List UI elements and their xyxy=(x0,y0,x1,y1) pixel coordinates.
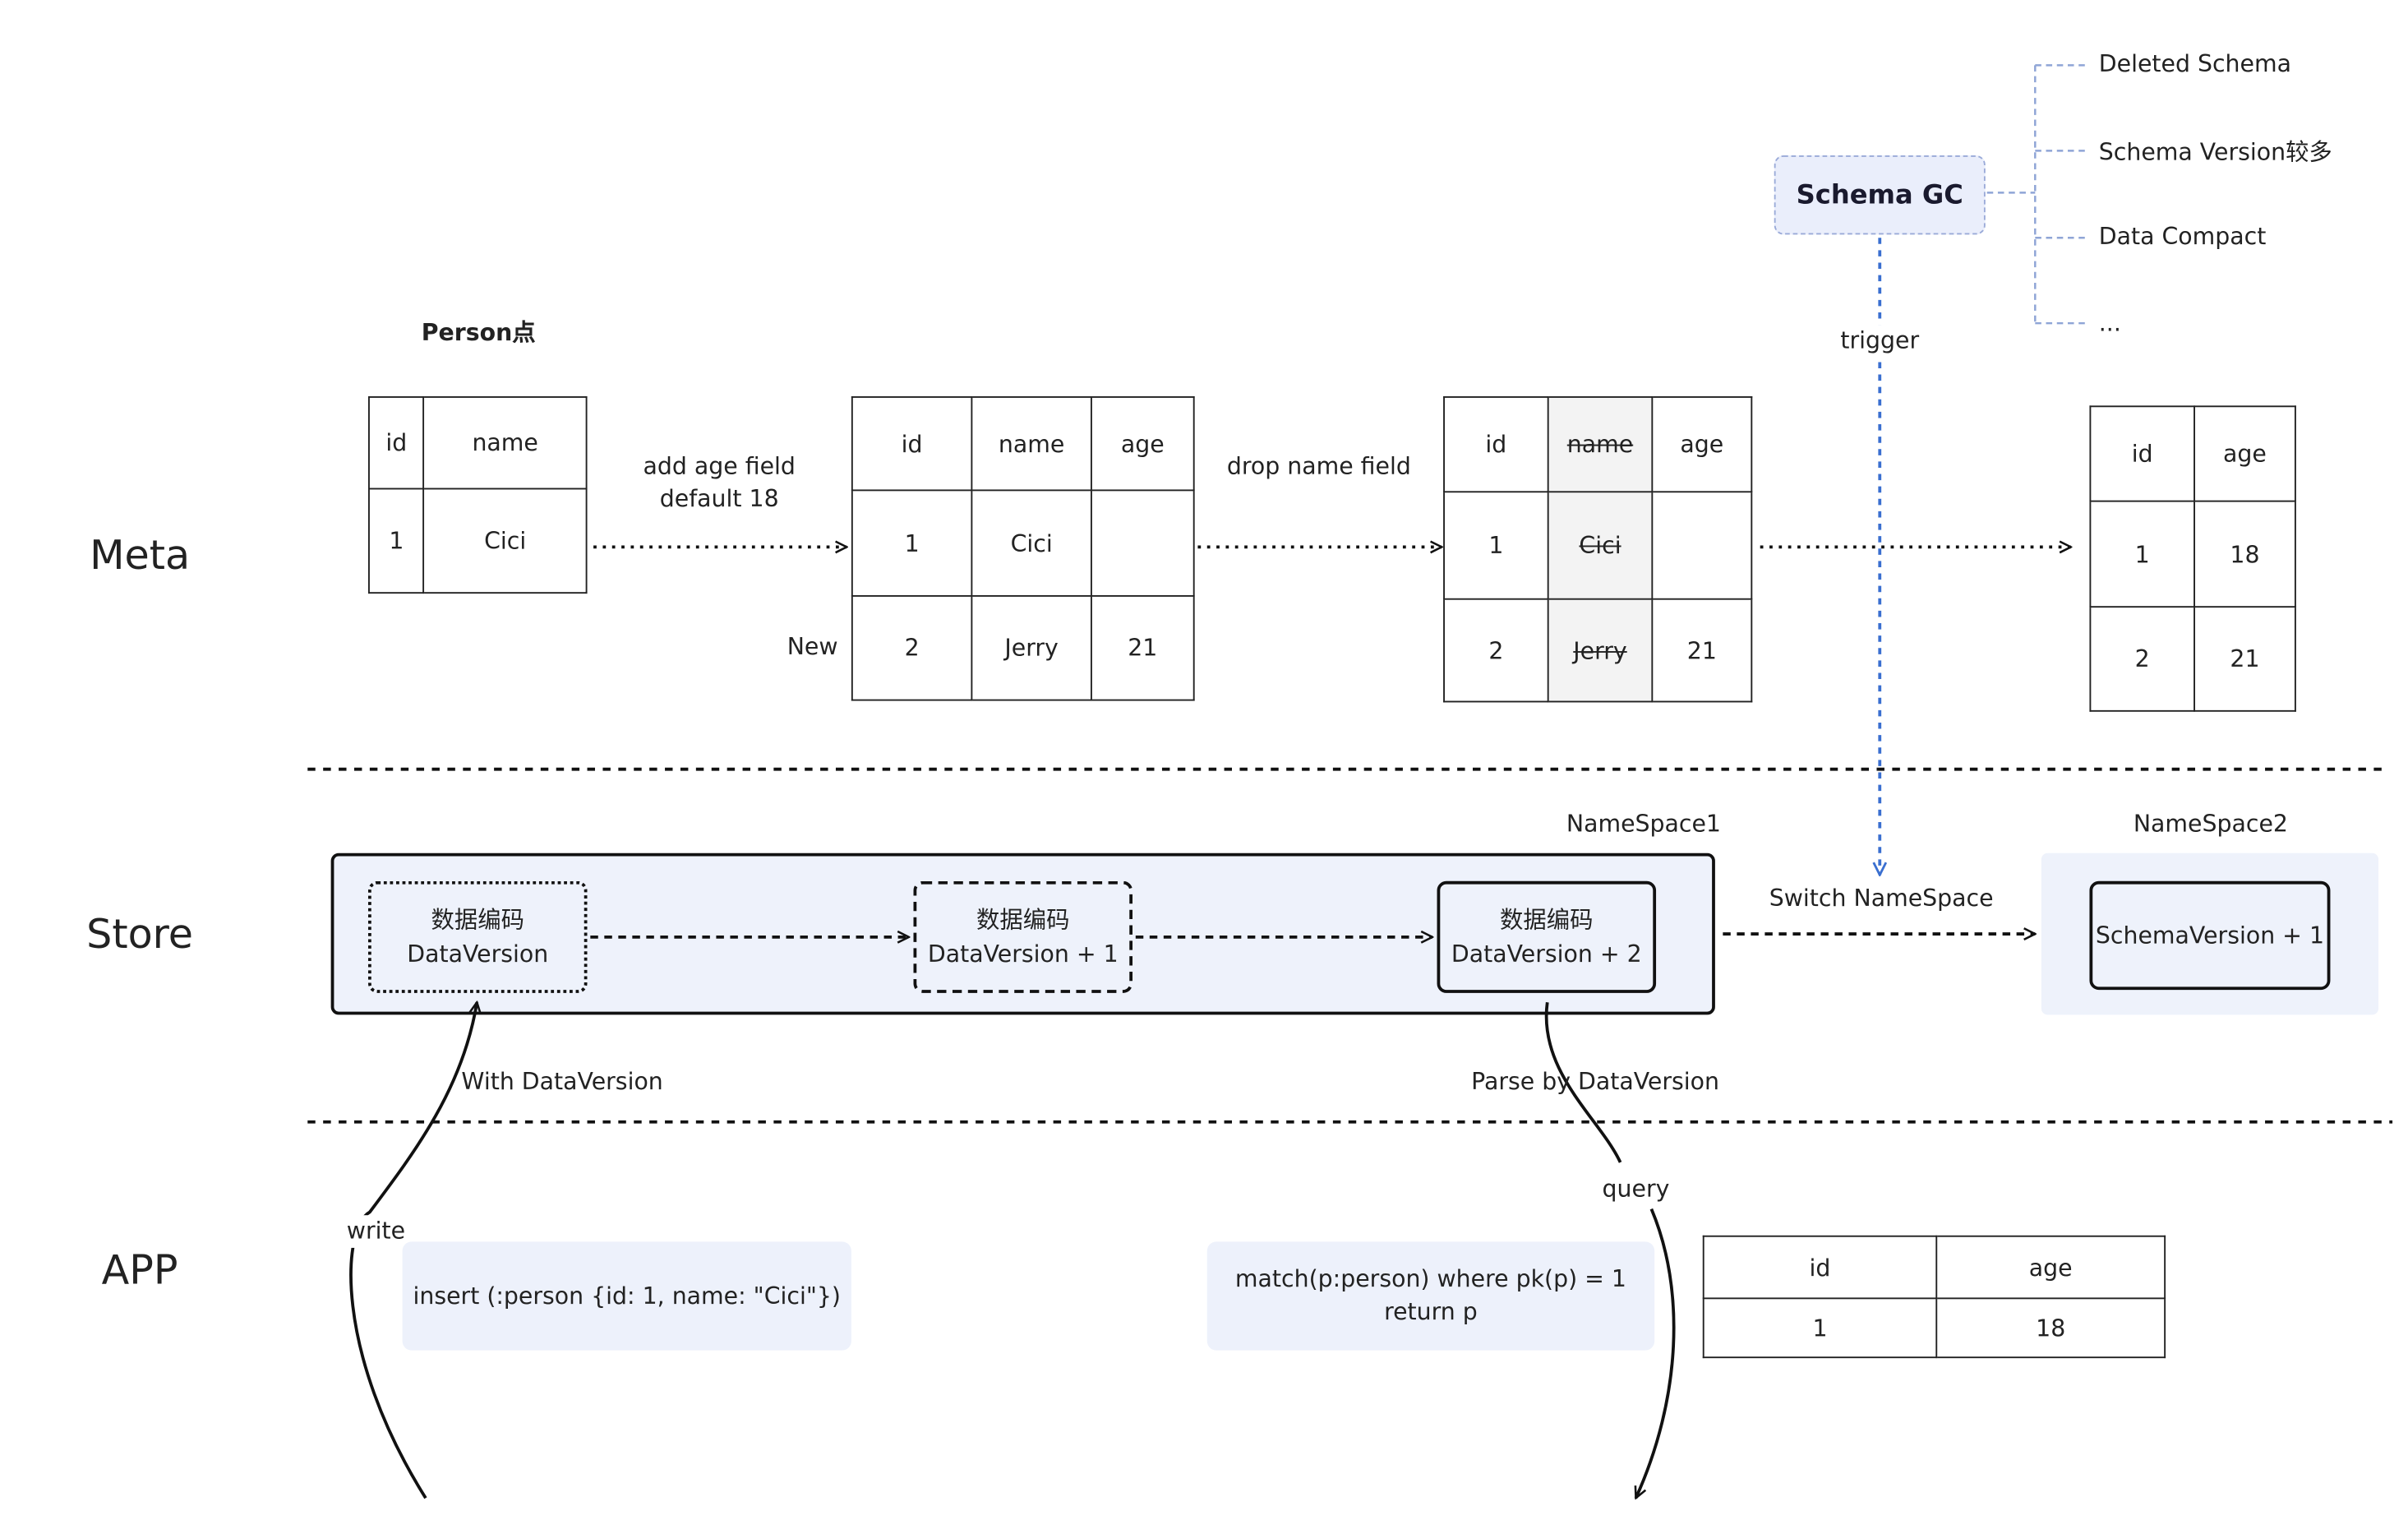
write-label: write xyxy=(335,1215,417,1248)
table-cell-dropped: Cici xyxy=(1547,491,1654,600)
table-cell: 21 xyxy=(1090,594,1195,701)
op-add-age-label: add age field default 18 xyxy=(643,452,796,513)
table-header-cell: age xyxy=(1651,396,1753,493)
layer-label-meta: Meta xyxy=(90,533,191,580)
table-header-cell: age xyxy=(1090,396,1195,492)
query-curve xyxy=(1544,1001,1676,1498)
table-header-cell: age xyxy=(1935,1235,2166,1300)
op-drop-name-label: drop name field xyxy=(1226,452,1411,481)
gc-reason-more: ... xyxy=(2098,309,2121,338)
gc-reason-data-compact: Data Compact xyxy=(2098,222,2267,251)
namespace1-container xyxy=(330,852,1715,1015)
table-cell: 21 xyxy=(2193,606,2296,712)
schema-version-block: SchemaVersion + 1 xyxy=(2089,880,2331,991)
insert-statement: insert (:person {id: 1, name: "Cici"}) xyxy=(402,1241,851,1351)
table-cell: 1 xyxy=(1702,1297,1938,1359)
table-cell: Cici xyxy=(422,487,588,594)
schema-table-v4: id age 1 18 2 21 xyxy=(2089,405,2296,712)
namespace2-container xyxy=(2041,852,2379,1015)
table-header-cell-dropped: name xyxy=(1547,396,1654,493)
schema-table-v1: id name 1 Cici xyxy=(367,396,588,594)
write-curve xyxy=(349,1002,477,1499)
table-header-cell: name xyxy=(971,396,1092,492)
table-cell: Jerry xyxy=(971,594,1092,701)
table-cell: 2 xyxy=(851,594,973,701)
namespace2-label: NameSpace2 xyxy=(2133,809,2288,838)
new-row-label: New xyxy=(787,632,838,661)
schema-table-v2: id name age 1 Cici 2 Jerry 21 xyxy=(851,396,1195,701)
table-cell: 1 xyxy=(2089,500,2195,608)
schema-table-v3: id name age 1 Cici 2 Jerry 21 xyxy=(1443,396,1753,703)
table-header-cell: id xyxy=(1443,396,1549,493)
namespace1-label: NameSpace1 xyxy=(1566,809,1721,838)
switch-namespace-label: Switch NameSpace xyxy=(1769,884,1994,913)
table-cell: 18 xyxy=(2193,500,2296,608)
table-cell: 2 xyxy=(1443,598,1549,703)
table-cell: 1 xyxy=(1443,491,1549,600)
table-header-cell: age xyxy=(2193,405,2296,502)
table-cell: Cici xyxy=(971,489,1092,597)
table-header-cell: id xyxy=(367,396,425,490)
layer-label-app: APP xyxy=(101,1247,178,1295)
table-cell: 2 xyxy=(2089,606,2195,712)
entity-title: Person点 xyxy=(421,318,536,347)
table-header-cell: id xyxy=(2089,405,2195,502)
parse-dataversion-label: Parse by DataVersion xyxy=(1471,1067,1719,1096)
gc-reason-schema-versions: Schema Version较多 xyxy=(2098,138,2332,167)
table-cell: 18 xyxy=(1935,1297,2166,1359)
table-cell xyxy=(1090,489,1195,597)
table-cell: 21 xyxy=(1651,598,1753,703)
table-header-cell: name xyxy=(422,396,588,490)
table-cell: 1 xyxy=(851,489,973,597)
table-cell: 1 xyxy=(367,487,425,594)
query-result-table: id age 1 18 xyxy=(1702,1235,2166,1359)
table-cell xyxy=(1651,491,1753,600)
gc-trigger-label: trigger xyxy=(1817,325,1942,358)
table-cell-dropped: Jerry xyxy=(1547,598,1654,703)
table-header-cell: id xyxy=(851,396,973,492)
layer-label-store: Store xyxy=(86,912,194,959)
schema-gc-node: Schema GC xyxy=(1774,155,1986,235)
with-dataversion-label: With DataVersion xyxy=(461,1067,663,1096)
query-label: query xyxy=(1592,1173,1680,1206)
gc-reason-deleted-schema: Deleted Schema xyxy=(2098,49,2291,78)
table-header-cell: id xyxy=(1702,1235,1938,1300)
